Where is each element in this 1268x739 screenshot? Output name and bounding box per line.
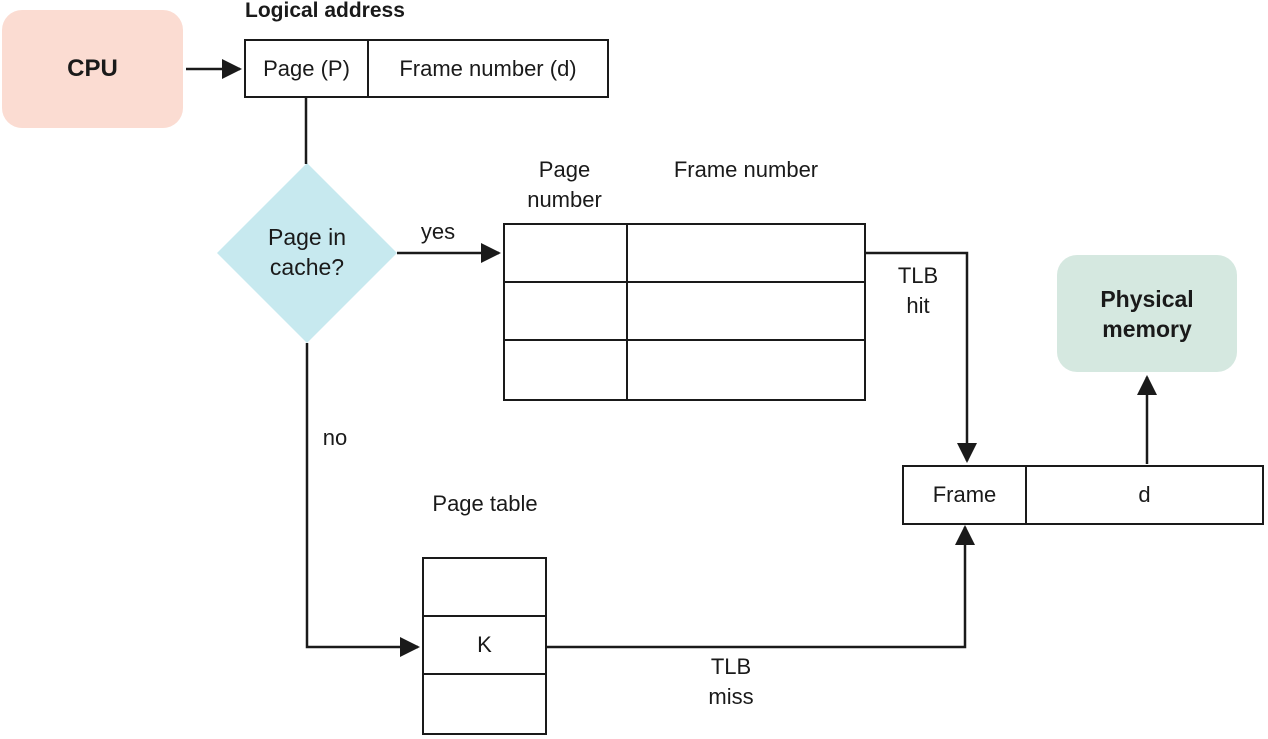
- page-table-title: Page table: [432, 491, 538, 516]
- physical-memory-box: Physical memory: [1057, 255, 1237, 372]
- tlb-header-page-number: Page number: [527, 157, 602, 212]
- tlb-cell-r2-page: [505, 283, 628, 341]
- tlb-cell-r3-page: [505, 341, 628, 399]
- wire-tlb-hit-to-frame: [866, 251, 977, 463]
- page-table-row-k: K: [424, 617, 545, 675]
- tlb-cell-r2-frame: [628, 283, 864, 341]
- cpu-label: CPU: [67, 55, 118, 82]
- decision-diamond: [217, 163, 397, 343]
- tlb-miss-label: TLB miss: [708, 654, 754, 709]
- page-table: K: [422, 557, 547, 735]
- logical-address-title: Logical address: [245, 0, 405, 22]
- physical-frame-cell: Frame: [904, 467, 1027, 523]
- logical-address-table: Page (P) Frame number (d): [244, 39, 609, 98]
- page-table-row-3: [424, 675, 545, 733]
- physical-memory-label: Physical memory: [1100, 285, 1194, 342]
- tlb-table: [503, 223, 866, 401]
- cpu-box: CPU: [2, 10, 183, 128]
- tlb-cell-r1-page: [505, 225, 628, 283]
- tlb-hit-label: TLB hit: [897, 263, 939, 318]
- decision-label: Page in cache?: [267, 224, 346, 280]
- physical-address-table: Frame d: [902, 465, 1264, 525]
- tlb-cell-r3-frame: [628, 341, 864, 399]
- wire-tlb-miss-to-frame: [546, 525, 975, 649]
- tlb-header-frame-number: Frame number: [673, 157, 819, 182]
- tlb-cell-r1-frame: [628, 225, 864, 283]
- no-label: no: [322, 425, 348, 450]
- logical-page-cell: Page (P): [246, 41, 369, 96]
- physical-d-cell: d: [1138, 482, 1151, 507]
- wire-no-to-page-table: [305, 343, 420, 657]
- logical-frame-cell: Frame number (d): [399, 55, 577, 81]
- page-table-row-1: [424, 559, 545, 617]
- yes-label: yes: [420, 219, 456, 244]
